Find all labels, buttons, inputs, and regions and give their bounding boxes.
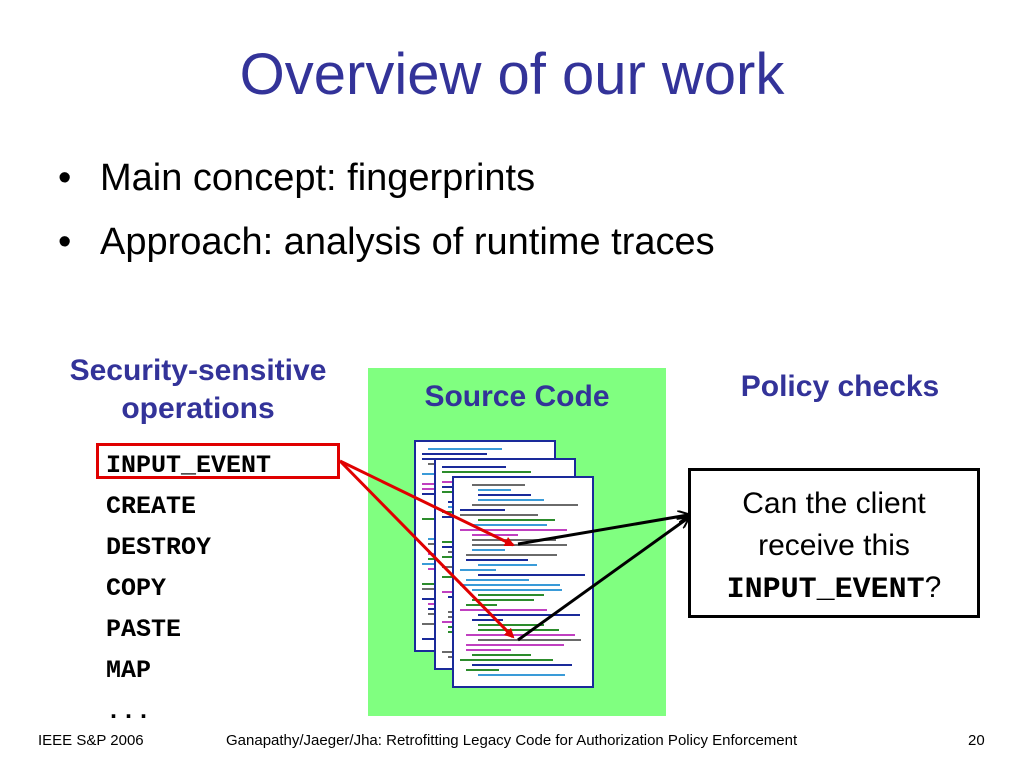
code-line xyxy=(466,554,557,556)
code-line xyxy=(466,559,528,561)
code-line xyxy=(460,569,496,571)
code-line xyxy=(478,519,555,521)
operation-item: INPUT_EVENT xyxy=(106,451,272,480)
policy-check-line3: INPUT_EVENT? xyxy=(691,567,977,611)
policy-check-line2: receive this xyxy=(758,529,910,562)
code-line xyxy=(460,584,560,586)
operations-heading-line2: operations xyxy=(121,392,275,425)
policy-check-event: INPUT_EVENT xyxy=(726,573,925,607)
source-code-heading: Source Code xyxy=(424,380,610,413)
policy-check-line1: Can the client xyxy=(742,487,926,520)
operation-item: CREATE xyxy=(106,492,197,521)
code-line xyxy=(460,529,567,531)
code-line xyxy=(472,524,547,526)
bullet-text: Main concept: fingerprints xyxy=(100,157,536,199)
bullet-dot-icon: • xyxy=(58,221,72,263)
code-line xyxy=(472,654,531,656)
code-line xyxy=(472,664,572,666)
code-page-icon xyxy=(452,476,594,688)
black-arrow-lower xyxy=(517,518,688,642)
bullet-dot-icon: • xyxy=(58,157,72,199)
footer-conference: IEEE S&P 2006 xyxy=(38,732,144,749)
operation-item: COPY xyxy=(106,574,167,603)
code-line xyxy=(460,514,538,516)
code-line xyxy=(472,589,562,591)
code-line xyxy=(478,629,559,631)
red-arrow-lower xyxy=(338,459,515,639)
policy-check-suffix: ? xyxy=(924,571,942,604)
code-line xyxy=(472,619,503,621)
operation-item: MAP xyxy=(106,656,152,685)
black-arrow-upper xyxy=(517,515,688,546)
slide-title: Overview of our work xyxy=(239,42,785,107)
code-line xyxy=(466,669,499,671)
code-line xyxy=(466,649,511,651)
code-line xyxy=(472,549,505,551)
operation-item: ... xyxy=(106,697,152,726)
footer-page-number: 20 xyxy=(968,732,985,749)
input-event-highlight-box xyxy=(96,443,340,479)
code-line xyxy=(478,639,581,641)
code-line xyxy=(478,614,580,616)
code-line xyxy=(478,624,544,626)
operation-item: DESTROY xyxy=(106,533,212,562)
code-line xyxy=(460,509,505,511)
policy-check-box: Can the client receive this INPUT_EVENT? xyxy=(688,468,980,618)
code-line xyxy=(460,659,553,661)
code-line xyxy=(466,634,575,636)
code-line xyxy=(466,579,529,581)
bullet-list: • Main concept: fingerprints • Approach:… xyxy=(58,146,715,274)
code-line xyxy=(460,609,547,611)
operations-heading: Security-sensitive operations xyxy=(30,352,366,428)
code-line xyxy=(478,564,537,566)
code-line xyxy=(428,448,502,450)
code-line xyxy=(478,674,565,676)
code-line xyxy=(442,466,506,468)
operations-list: INPUT_EVENT CREATE DESTROY COPY PASTE MA… xyxy=(106,445,271,732)
footer-citation: Ganapathy/Jaeger/Jha: Retrofitting Legac… xyxy=(226,732,798,749)
code-line xyxy=(478,494,531,496)
code-line xyxy=(442,471,531,473)
operations-heading-line1: Security-sensitive xyxy=(69,354,327,387)
code-line xyxy=(422,453,487,455)
bullet-item: • Approach: analysis of runtime traces xyxy=(58,210,715,274)
code-line xyxy=(478,489,511,491)
bullet-text: Approach: analysis of runtime traces xyxy=(100,221,715,263)
operation-item: PASTE xyxy=(106,615,182,644)
policy-checks-heading: Policy checks xyxy=(740,370,940,403)
code-line xyxy=(478,499,544,501)
red-arrow-upper xyxy=(339,459,515,547)
bullet-item: • Main concept: fingerprints xyxy=(58,146,715,210)
code-line xyxy=(472,484,525,486)
code-line xyxy=(478,574,585,576)
code-line xyxy=(466,644,564,646)
code-line xyxy=(478,594,544,596)
code-line xyxy=(472,504,578,506)
code-line xyxy=(472,599,534,601)
